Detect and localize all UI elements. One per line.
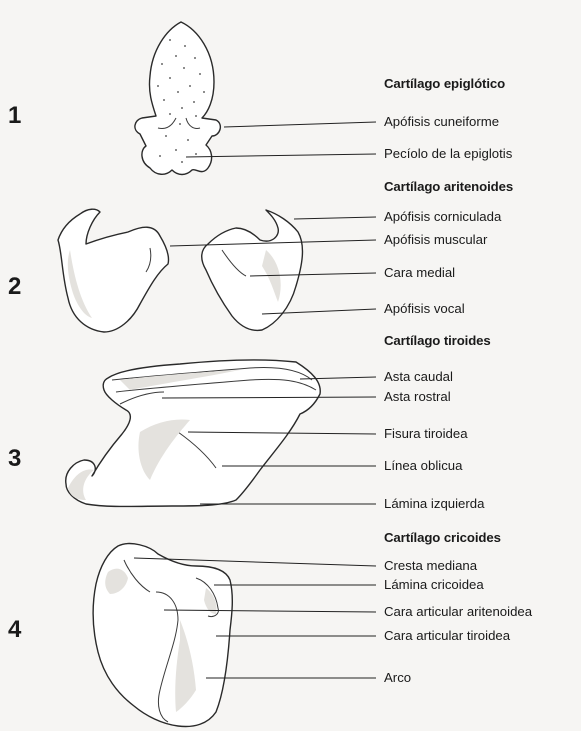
- figure-number-2: 2: [8, 275, 21, 299]
- heading-cartilago-cricoides: Cartílago cricoides: [384, 530, 501, 545]
- leader-peciolo-epiglotis: [186, 154, 376, 157]
- label-cresta-mediana: Cresta mediana: [384, 558, 477, 573]
- figure-number-3: 3: [8, 447, 21, 471]
- label-cara-medial: Cara medial: [384, 265, 455, 280]
- leader-apofisis-cuneiforme: [224, 122, 376, 127]
- label-arco: Arco: [384, 670, 411, 685]
- label-cara-articular-aritenoidea: Cara articular aritenoidea: [384, 604, 532, 619]
- arytenoid-right-drawing: [202, 210, 303, 330]
- label-asta-rostral: Asta rostral: [384, 389, 451, 404]
- label-lamina-izquierda: Lámina izquierda: [384, 496, 484, 511]
- label-apofisis-vocal: Apófisis vocal: [384, 301, 465, 316]
- label-lamina-cricoidea: Lámina cricoidea: [384, 577, 484, 592]
- label-cara-articular-tiroidea: Cara articular tiroidea: [384, 628, 510, 643]
- heading-cartilago-aritenoides: Cartílago aritenoides: [384, 179, 513, 194]
- arytenoid-left-drawing: [58, 209, 169, 332]
- figure-number-1: 1: [8, 104, 21, 128]
- epiglottis-drawing: [135, 22, 220, 175]
- label-asta-caudal: Asta caudal: [384, 369, 453, 384]
- label-apofisis-corniculada: Apófisis corniculada: [384, 209, 501, 224]
- label-apofisis-cuneiforme: Apófisis cuneiforme: [384, 114, 499, 129]
- figure-number-4: 4: [8, 618, 21, 642]
- leader-apofisis-corniculada: [294, 217, 376, 219]
- label-linea-oblicua: Línea oblicua: [384, 458, 462, 473]
- label-fisura-tiroidea: Fisura tiroidea: [384, 426, 468, 441]
- heading-cartilago-epiglotico: Cartílago epiglótico: [384, 76, 505, 91]
- label-apofisis-muscular: Apófisis muscular: [384, 232, 487, 247]
- label-peciolo-epiglotis: Pecíolo de la epiglotis: [384, 146, 512, 161]
- heading-cartilago-tiroides: Cartílago tiroides: [384, 333, 491, 348]
- cricoid-drawing: [93, 544, 232, 727]
